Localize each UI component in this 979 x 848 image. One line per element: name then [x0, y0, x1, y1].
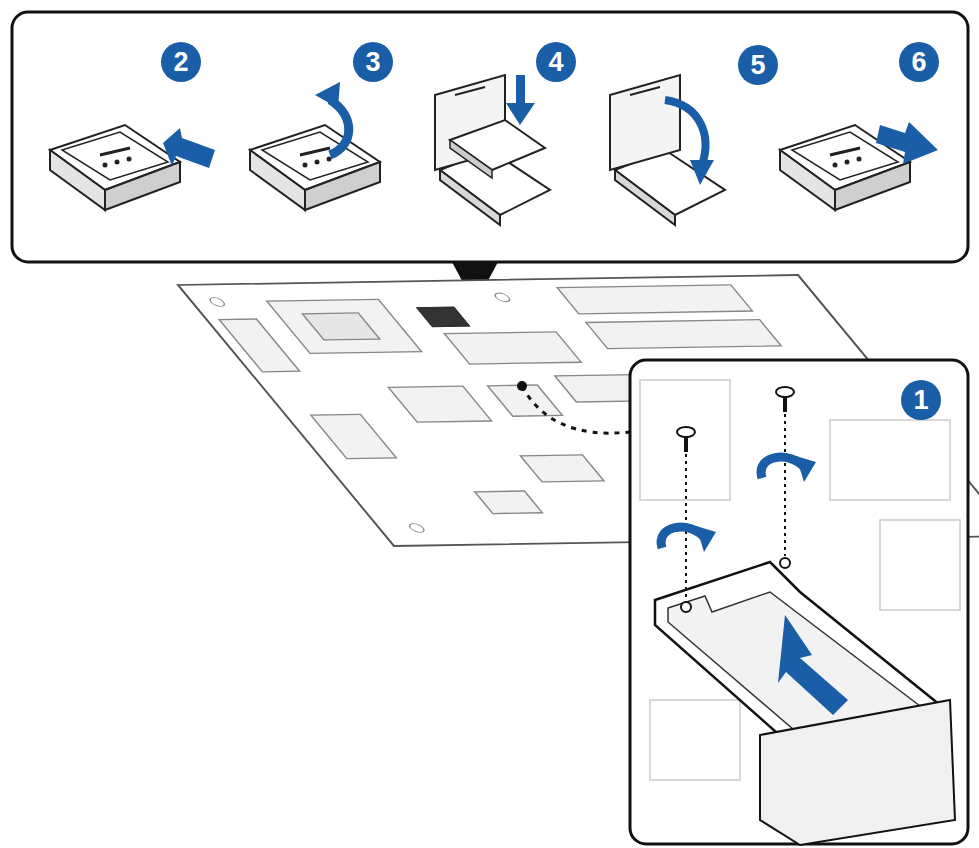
insert-arrow-head — [506, 103, 535, 125]
screw-hole — [780, 558, 790, 568]
detail-part — [650, 700, 740, 780]
callout-number: 5 — [738, 45, 778, 85]
screw-shaft — [783, 397, 787, 412]
memory-slot — [586, 320, 781, 349]
sim-card-edge — [450, 140, 492, 178]
sim-card — [450, 120, 545, 170]
step-5-holder — [610, 75, 725, 225]
push-arrow — [163, 128, 215, 168]
detail-part — [880, 520, 960, 610]
callout-number: 6 — [899, 42, 939, 82]
screw-shaft — [684, 437, 688, 452]
detail-part — [830, 420, 950, 500]
sim-slot — [417, 307, 470, 327]
step-4-holder — [435, 75, 550, 225]
callout-number: 1 — [901, 380, 941, 420]
turn-arrow-head — [796, 456, 816, 482]
insert-arrow — [516, 75, 525, 105]
board-chip — [267, 299, 422, 353]
steps-panel — [12, 12, 968, 262]
mount-hole — [493, 293, 513, 302]
board-chip — [388, 386, 491, 422]
callout-number: 2 — [161, 42, 201, 82]
board-port — [311, 414, 397, 458]
board-header — [520, 455, 604, 482]
board-header — [475, 491, 543, 514]
close-arrow — [665, 100, 705, 165]
screw-head — [776, 387, 794, 397]
board-chip — [302, 313, 379, 340]
leader-line — [522, 386, 630, 433]
board-connector — [444, 332, 581, 364]
detail-panel — [630, 360, 968, 844]
insert-arrow — [778, 615, 848, 715]
step-2-holder — [50, 125, 180, 210]
m2-connector — [760, 700, 955, 845]
mount-hole — [407, 524, 427, 533]
callout-number: 3 — [353, 42, 393, 82]
mount-hole — [207, 298, 227, 307]
screw-head — [677, 427, 695, 437]
close-arrow-head — [690, 160, 714, 185]
screw — [677, 427, 695, 452]
screw — [776, 387, 794, 412]
board-header — [219, 319, 299, 372]
step-3-holder — [250, 125, 380, 210]
lift-arrow — [330, 100, 349, 155]
memory-slot — [557, 285, 752, 314]
screw-hole — [681, 602, 691, 612]
callout-number: 4 — [536, 42, 576, 82]
turn-arrow-head — [696, 526, 716, 552]
lock-arrow — [876, 122, 938, 164]
screw-guide — [685, 440, 687, 600]
screw-guide — [784, 400, 786, 556]
lift-arrow-head — [315, 82, 340, 108]
